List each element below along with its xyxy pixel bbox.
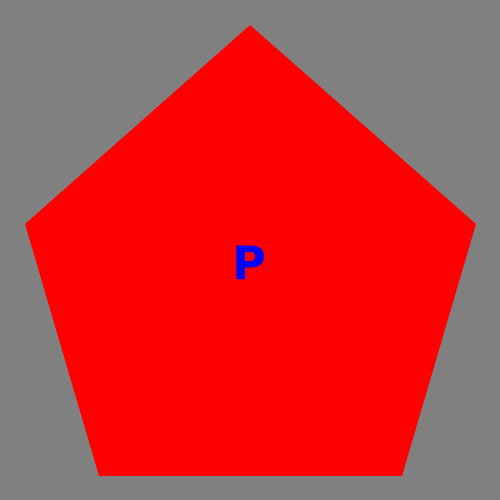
pentagon-shape [25,25,476,476]
pentagon-label: P [232,236,266,290]
